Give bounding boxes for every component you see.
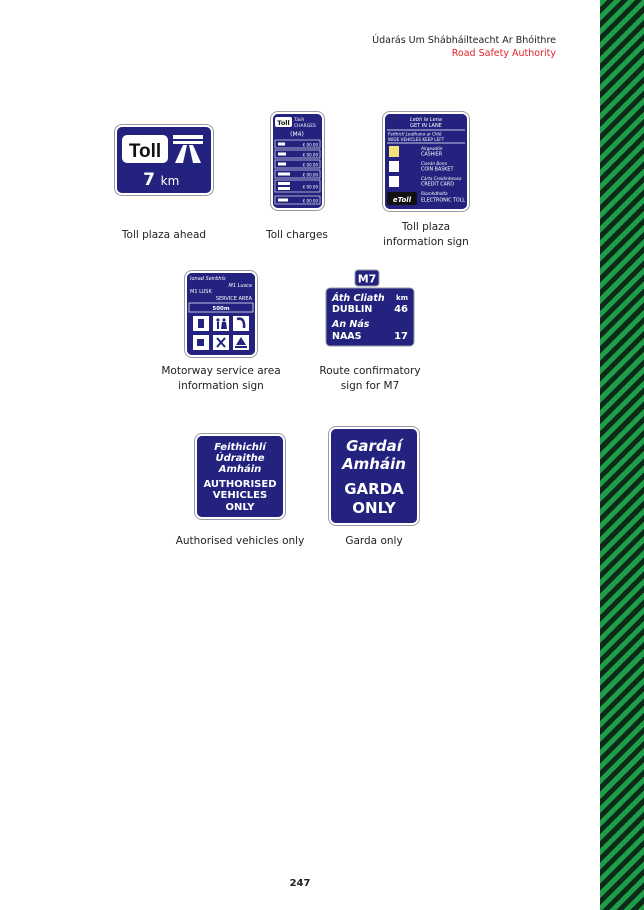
wide-english: WIDE VEHICLES KEEP LEFT (388, 137, 445, 142)
charge-row: € 00.00 (303, 143, 319, 148)
service-icons (193, 316, 249, 350)
caption-line: information sign (383, 236, 469, 248)
charges-title-irish: Táillí (294, 116, 305, 123)
authorised-vehicles-sign: Feithichlí Údraithe Amháin AUTHORISED VE… (197, 436, 283, 517)
van-icon (278, 152, 286, 156)
auth-irish: Údraithe (215, 451, 264, 464)
coin-irish: Ciseán Bonn (421, 161, 447, 166)
car-icon (278, 142, 285, 146)
service-irish: Ionad Seirbhís (190, 275, 226, 282)
toll-charges-sign: Toll Táillí CHARGES (M4) € 00.00 € 00.00… (273, 114, 322, 208)
garda-irish: Amháin (341, 455, 406, 473)
dest-irish: An Nás (331, 319, 370, 330)
charge-row: € 00.00 (303, 163, 319, 168)
garda-only-sign: Gardaí Amháin GARDA ONLY (331, 429, 417, 523)
wide-irish: Feithiclí Leathana ar Chlé (388, 132, 442, 137)
lane-english: GET IN LANE (410, 123, 442, 129)
charges-route: (M4) (290, 131, 304, 138)
charge-row: € 00.00 (303, 153, 319, 158)
route-m7-sign: M7 km Áth Cliath DUBLIN 46 An Nás NAAS 1… (325, 269, 415, 347)
lane-irish: Lebh le Lena (410, 117, 442, 123)
toll-distance-unit: km (161, 174, 180, 188)
caption-line: Route confirmatory (319, 365, 421, 377)
toll-badge: Toll (129, 141, 161, 162)
charges-title-english: CHARGES (294, 123, 316, 129)
service-english: SERVICE AREA (216, 296, 253, 302)
service-route-english: M1 LUSK (190, 289, 212, 295)
dest-english: DUBLIN (332, 304, 372, 315)
auth-irish: Feithichlí (214, 441, 267, 453)
garda-english: ONLY (352, 499, 397, 517)
bus-icon (278, 172, 290, 176)
garda-irish: Gardaí (346, 437, 405, 455)
route-number: M7 (358, 273, 377, 286)
service-distance: 500m (212, 306, 229, 312)
toll-info-sign: Lebh le Lena GET IN LANE Feithiclí Leath… (385, 114, 467, 209)
route-unit: km (396, 294, 408, 302)
charge-row: € 00.00 (303, 199, 319, 204)
dest-km: 46 (394, 304, 408, 315)
caption-toll-charges: Toll charges (266, 229, 328, 241)
caption-line: Motorway service area (161, 365, 281, 377)
auth-english: ONLY (226, 502, 256, 513)
caption-toll-info: Toll plaza information sign (370, 220, 482, 250)
cashier-irish: Airgeadóir (420, 146, 443, 151)
cashier-english: CASHIER (421, 152, 443, 158)
caption-service-area: Motorway service area information sign (156, 364, 286, 394)
credit-card-icon (389, 176, 399, 187)
etoll-irish: Ríomhdholta (421, 191, 448, 196)
service-route-irish: M1 Lusca (229, 283, 252, 289)
charge-row: € 00.00 (303, 173, 319, 178)
card-english: CREDIT CARD (421, 182, 454, 188)
dest-english: NAAS (332, 331, 362, 342)
coin-basket-icon (389, 161, 399, 172)
toll-distance: 7 (143, 170, 155, 190)
caption-authorised: Authorised vehicles only (175, 535, 305, 547)
card-irish: Cárta Creidmheasa (421, 176, 462, 181)
motorway-icon (173, 135, 203, 163)
decorative-stripe (600, 0, 644, 910)
charge-row: € 00.00 (303, 185, 319, 190)
auth-english: AUTHORISED (204, 479, 277, 490)
caption-route-m7: Route confirmatory sign for M7 (310, 364, 430, 394)
authority-irish: Údarás Um Shábháilteacht Ar Bhóithre (372, 35, 556, 46)
motorcycle-icon (278, 198, 288, 202)
dest-km: 17 (394, 331, 408, 342)
cashier-icon (389, 146, 399, 157)
charges-rows: € 00.00 € 00.00 € 00.00 € 00.00 € 00.00 … (274, 139, 321, 205)
coin-english: COIN BASKET (421, 167, 453, 173)
lorry-icon (278, 182, 290, 185)
toll-ahead-sign: Toll 7 km (117, 127, 211, 193)
caption-toll-ahead: Toll plaza ahead (121, 229, 207, 241)
page-header: Údarás Um Shábháilteacht Ar Bhóithre Roa… (372, 34, 556, 60)
lorry-icon (278, 187, 290, 190)
dest-irish: Áth Cliath (331, 292, 385, 304)
caption-line: Toll plaza (401, 221, 451, 233)
service-area-sign: Ionad Seirbhís M1 Lusca M1 LUSK SERVICE … (187, 273, 255, 355)
auth-english: VEHICLES (213, 490, 267, 501)
authority-english: Road Safety Authority (451, 48, 556, 59)
truck-icon (278, 162, 286, 166)
caption-garda: Garda only (345, 535, 403, 547)
etoll-english: ELECTRONIC TOLL (421, 198, 465, 204)
garda-english: GARDA (344, 480, 404, 498)
caption-line: sign for M7 (340, 380, 400, 392)
page-number: 247 (289, 878, 311, 889)
auth-irish: Amháin (218, 463, 262, 475)
charges-badge: Toll (277, 119, 290, 127)
etoll-logo: eToll (393, 196, 412, 204)
caption-line: information sign (178, 380, 264, 392)
